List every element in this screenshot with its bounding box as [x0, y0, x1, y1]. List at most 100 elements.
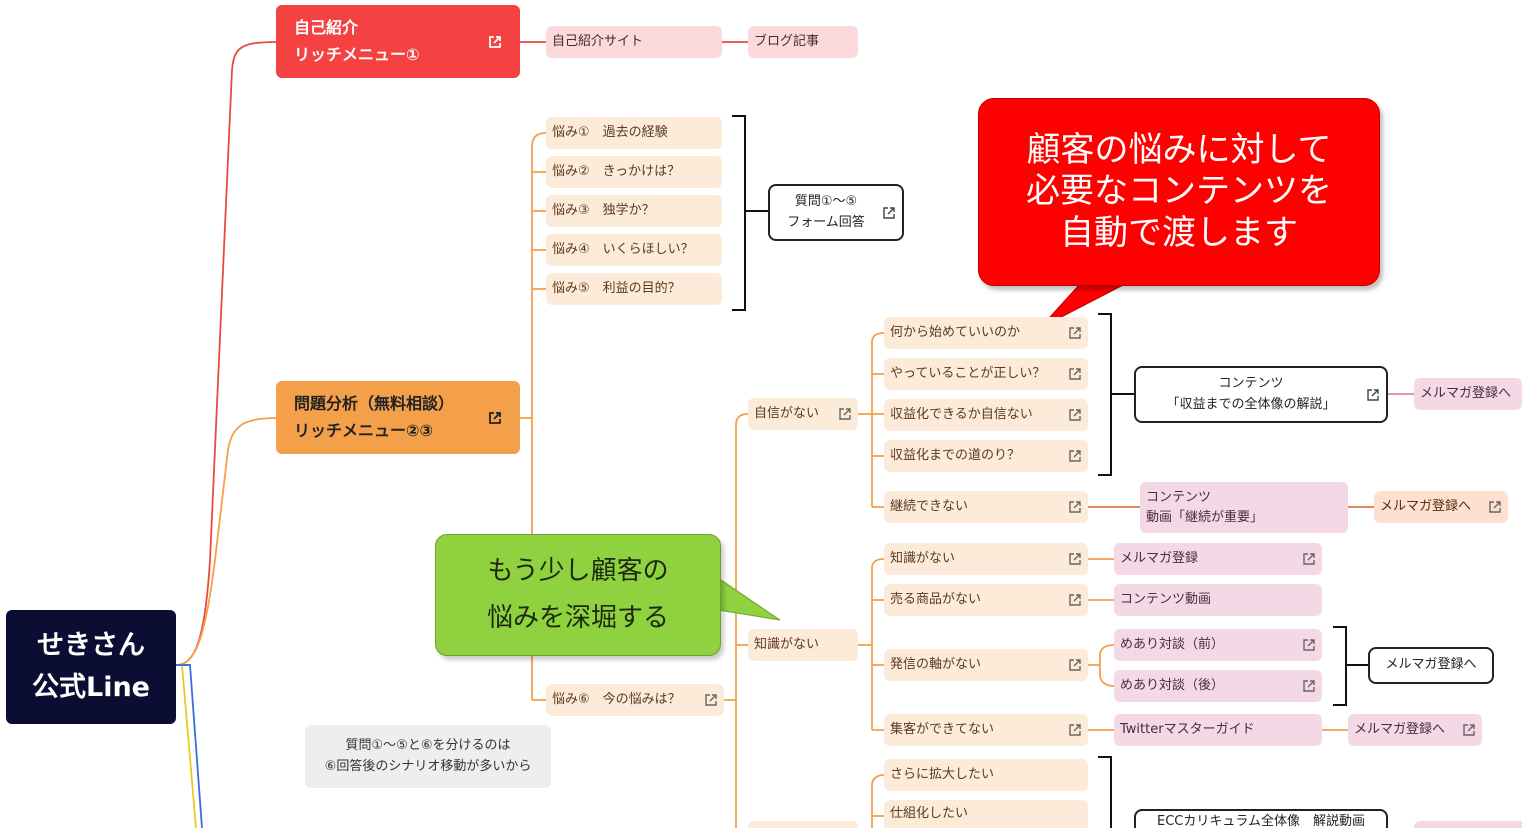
self-intro-site-label: 自己紹介サイト — [552, 33, 644, 49]
cannot-continue-node[interactable]: 継続できない — [884, 491, 1088, 523]
conf-item-label: 収益化までの道のり？ — [890, 447, 1021, 463]
analysis-title-line1: 問題分析（無料相談） — [294, 394, 455, 414]
external-link-icon[interactable] — [1302, 638, 1316, 652]
external-link-icon[interactable] — [1488, 500, 1502, 514]
content-overview-node[interactable]: コンテンツ「収益までの全体像の解説」 — [1134, 366, 1388, 423]
mailmag-to-label: メルマガ登録へ — [1380, 498, 1472, 514]
content-video-node[interactable]: コンテンツ動画 — [1114, 584, 1322, 616]
no-confidence-node[interactable]: 自信がない — [748, 398, 858, 430]
content1-line1: コンテンツ — [1218, 376, 1284, 392]
worry-label: 悩み④ いくらほしい？ — [552, 241, 694, 257]
no-confidence-label: 自信がない — [754, 405, 820, 421]
mailmag-to-label: メルマガ登録へ — [1354, 721, 1446, 737]
external-link-icon[interactable] — [1068, 723, 1082, 737]
self-intro-title-line2: リッチメニュー① — [294, 44, 420, 64]
worry-node-3[interactable]: 悩み③ 独学か？ — [546, 195, 722, 227]
external-link-icon[interactable] — [1068, 408, 1082, 422]
self-intro-title-line1: 自己紹介 — [294, 18, 359, 38]
worry-node-4[interactable]: 悩み④ いくらほしい？ — [546, 234, 722, 266]
meari-before-node[interactable]: めあり対談（前） — [1114, 629, 1322, 661]
expand-label: さらに拡大したい — [890, 766, 995, 782]
worry-label: 悩み① 過去の経験 — [552, 124, 668, 140]
no-knowledge-label: 知識がない — [754, 636, 820, 652]
twitter-guide-node[interactable]: Twitterマスターガイド — [1114, 714, 1322, 746]
mailmag-to-node-3[interactable]: メルマガ登録へ — [1368, 647, 1494, 684]
ecc-label: ECCカリキュラム全体像 解説動画 — [1157, 814, 1365, 828]
external-link-icon[interactable] — [1068, 367, 1082, 381]
external-link-icon[interactable] — [882, 206, 896, 220]
know-item-node-3[interactable]: 発信の軸がない — [884, 649, 1088, 681]
form-line1: 質問①〜⑤ — [794, 194, 858, 210]
worry-label: 悩み⑤ 利益の目的？ — [552, 280, 681, 296]
content-continue-node[interactable]: コンテンツ動画「継続が重要」 — [1140, 482, 1348, 533]
know-item-label: 集客ができてない — [890, 721, 995, 737]
expand-node[interactable]: さらに拡大したい — [884, 759, 1088, 791]
conf-item-node-2[interactable]: やっていることが正しい？ — [884, 358, 1088, 390]
worry-node-2[interactable]: 悩み② きっかけは？ — [546, 156, 722, 188]
callout-red: 顧客の悩みに対して 必要なコンテンツを 自動で渡します — [978, 98, 1380, 286]
content1-line2: 「収益までの全体像の解説」 — [1166, 396, 1336, 412]
callout-green-tail — [717, 577, 781, 621]
analysis-title-line2: リッチメニュー②③ — [294, 420, 434, 440]
external-link-icon[interactable] — [1302, 679, 1316, 693]
know-item-node-4[interactable]: 集客ができてない — [884, 714, 1088, 746]
self-intro-node[interactable]: 自己紹介リッチメニュー① — [276, 5, 520, 78]
worry-node-1[interactable]: 悩み① 過去の経験 — [546, 117, 722, 149]
conf-item-node-1[interactable]: 何から始めていいのか — [884, 317, 1088, 349]
conf-item-node-3[interactable]: 収益化できるか自信ない — [884, 399, 1088, 431]
external-link-icon[interactable] — [1068, 500, 1082, 514]
form-answer-node[interactable]: 質問①〜⑤ フォーム回答 — [768, 184, 904, 241]
external-link-icon[interactable] — [488, 411, 502, 425]
worry-label: 悩み② きっかけは？ — [552, 163, 681, 179]
meari-after-label: めあり対談（後） — [1120, 677, 1225, 693]
self-intro-site-node[interactable]: 自己紹介サイト — [546, 26, 722, 58]
root-line2: 公式Line — [32, 672, 150, 703]
external-link-icon[interactable] — [1462, 723, 1476, 737]
callout-green: もう少し顧客の 悩みを深堀する — [435, 534, 721, 656]
worry-label: 悩み③ 独学か？ — [552, 202, 655, 218]
systemize-node[interactable]: 仕組化したい — [884, 800, 1088, 828]
know-item-node-1[interactable]: 知識がない — [884, 543, 1088, 575]
no-knowledge-node[interactable]: 知識がない — [748, 629, 858, 661]
blog-article-label: ブログ記事 — [754, 33, 820, 49]
external-link-icon[interactable] — [1068, 552, 1082, 566]
know-item-label: 発信の軸がない — [890, 656, 982, 672]
mailmag-to-label: メルマガ登録へ — [1420, 385, 1512, 401]
mailmag-node[interactable]: メルマガ登録 — [1114, 543, 1322, 575]
content-video-label: コンテンツ動画 — [1120, 591, 1212, 607]
mailmag-to-node-1[interactable]: メルマガ登録へ — [1414, 378, 1522, 410]
root-node[interactable]: せきさん公式Line — [6, 610, 176, 724]
worry-node-5[interactable]: 悩み⑤ 利益の目的？ — [546, 273, 722, 305]
external-link-icon[interactable] — [704, 693, 718, 707]
external-link-icon[interactable] — [1068, 449, 1082, 463]
mailmag-to-label: メルマガ登録へ — [1385, 657, 1477, 673]
external-link-icon[interactable] — [488, 35, 502, 49]
external-link-icon[interactable] — [1068, 593, 1082, 607]
know-item-label: 知識がない — [890, 550, 956, 566]
mailmag-to-node-2[interactable]: メルマガ登録へ — [1374, 491, 1508, 523]
content2-line2: 動画「継続が重要」 — [1146, 509, 1264, 525]
conf-item-label: 何から始めていいのか — [890, 324, 1021, 340]
external-link-icon[interactable] — [1068, 326, 1082, 340]
conf-item-node-4[interactable]: 収益化までの道のり？ — [884, 440, 1088, 472]
partial-branch-node[interactable] — [748, 821, 858, 828]
mailmag-to-node-4[interactable]: メルマガ登録へ — [1348, 714, 1482, 746]
external-link-icon[interactable] — [1302, 552, 1316, 566]
external-link-icon[interactable] — [1366, 388, 1380, 402]
mailmag-label: メルマガ登録 — [1120, 550, 1199, 566]
meari-after-node[interactable]: めあり対談（後） — [1114, 670, 1322, 702]
meari-before-label: めあり対談（前） — [1120, 636, 1225, 652]
ecc-curriculum-node[interactable]: ECCカリキュラム全体像 解説動画 — [1134, 809, 1388, 828]
form-line2: フォーム回答 — [787, 214, 865, 230]
partial-pink-node[interactable] — [1414, 821, 1522, 828]
analysis-node[interactable]: 問題分析（無料相談） リッチメニュー②③ — [276, 381, 520, 454]
worry-node-6[interactable]: 悩み⑥ 今の悩みは？ — [546, 684, 724, 716]
external-link-icon[interactable] — [1068, 658, 1082, 672]
conf-item-label: やっていることが正しい？ — [890, 365, 1046, 381]
external-link-icon[interactable] — [838, 407, 852, 421]
know-item-node-2[interactable]: 売る商品がない — [884, 584, 1088, 616]
blog-article-node[interactable]: ブログ記事 — [748, 26, 858, 58]
conf-item-label: 収益化できるか自信ない — [890, 406, 1033, 422]
